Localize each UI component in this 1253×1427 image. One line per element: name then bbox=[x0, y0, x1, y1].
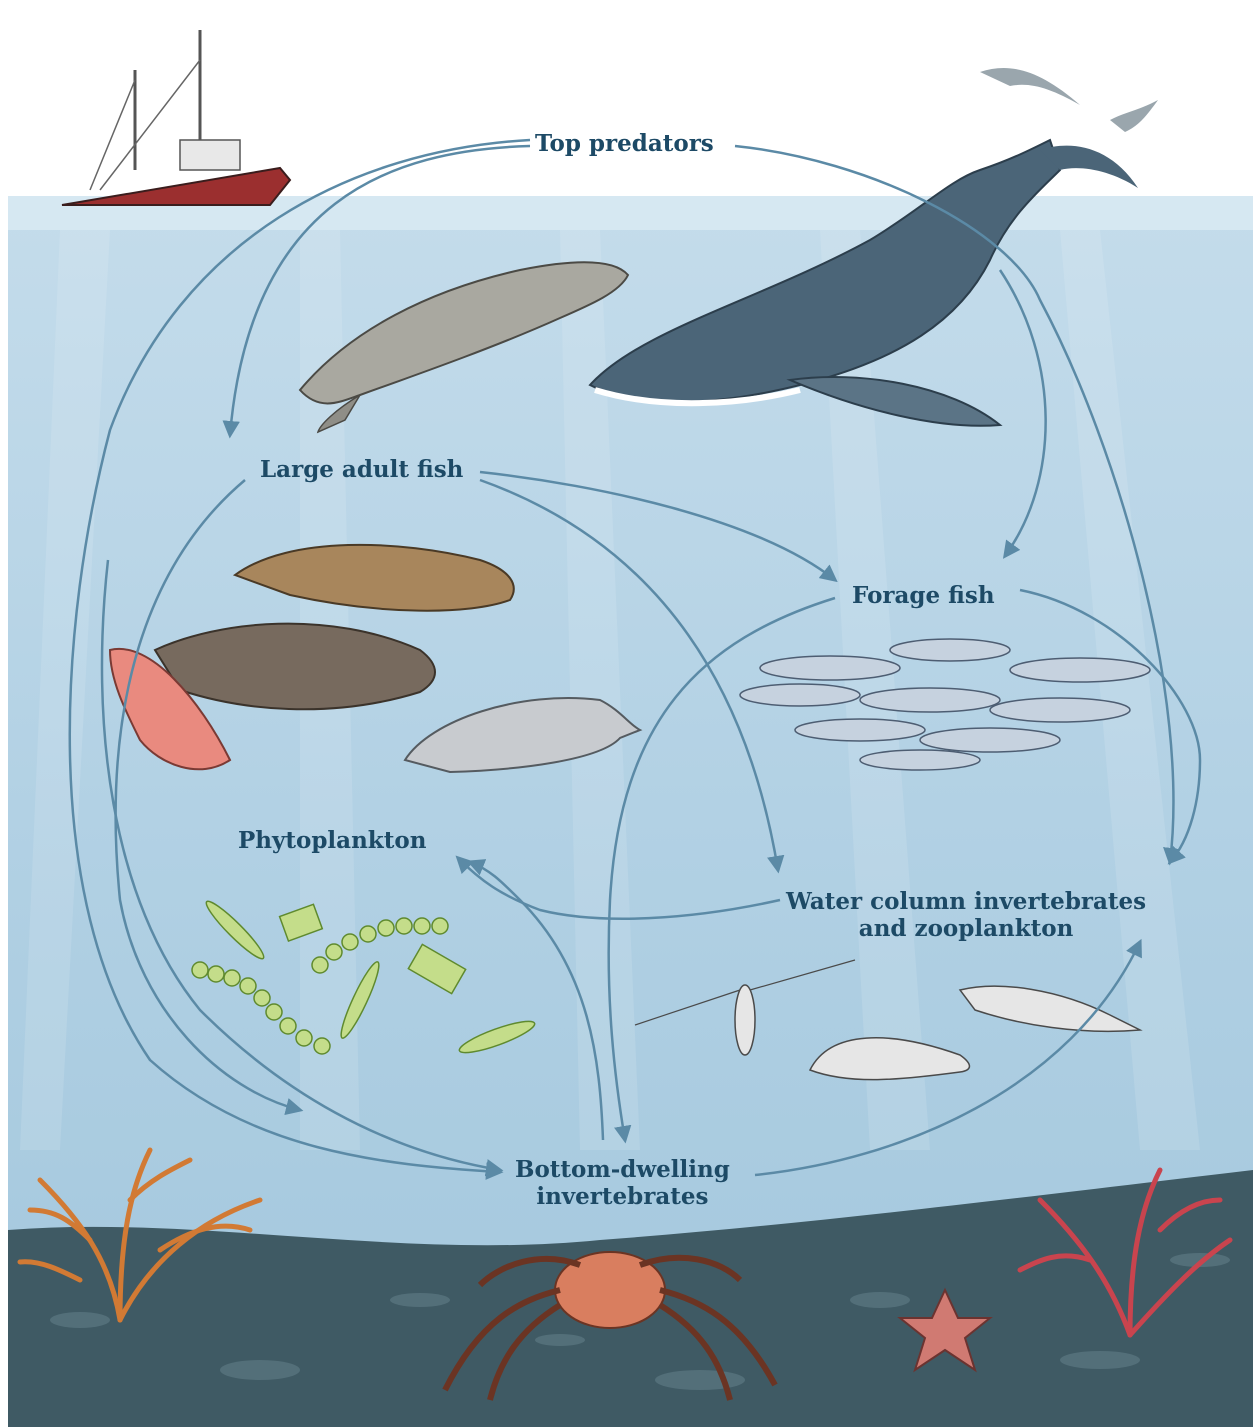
bottom-dwelling-text-line2: invertebrates bbox=[515, 1183, 730, 1210]
water-column-text-line2: and zooplankton bbox=[786, 915, 1146, 942]
large-adult-fish-label: Large adult fish bbox=[260, 456, 463, 483]
top-predators-label: Top predators bbox=[535, 130, 714, 157]
bottom-dwelling-label: Bottom-dwelling invertebrates bbox=[515, 1156, 730, 1210]
phytoplankton-label: Phytoplankton bbox=[238, 827, 426, 854]
large-adult-fish-text: Large adult fish bbox=[260, 456, 463, 483]
phytoplankton-text: Phytoplankton bbox=[238, 827, 426, 854]
water-column-text-line1: Water column invertebrates bbox=[786, 888, 1146, 915]
top-predators-text: Top predators bbox=[535, 130, 714, 157]
fishing-boat bbox=[62, 30, 290, 205]
seabirds bbox=[980, 68, 1158, 132]
forage-fish-label: Forage fish bbox=[852, 582, 995, 609]
forage-fish-text: Forage fish bbox=[852, 582, 995, 609]
bottom-dwelling-text-line1: Bottom-dwelling bbox=[515, 1156, 730, 1183]
water-column-label: Water column invertebrates and zooplankt… bbox=[786, 888, 1146, 942]
